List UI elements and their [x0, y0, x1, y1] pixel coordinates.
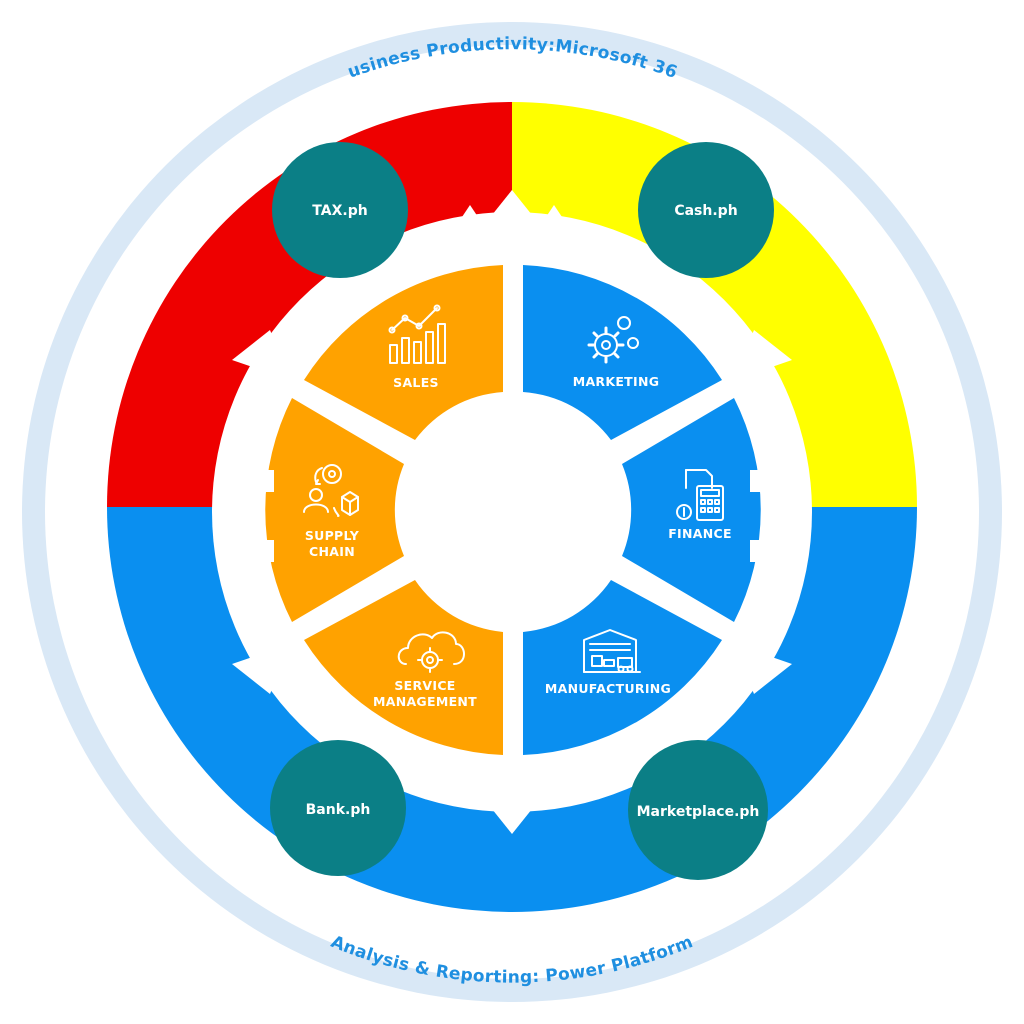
segment-label-manufacturing: MANUFACTURING: [545, 681, 671, 696]
cloud-gear-icon: [397, 631, 465, 673]
segment-label-service-management-line1: SERVICE: [394, 678, 455, 693]
center-hub: [400, 400, 624, 624]
calculator-document-icon: [676, 469, 724, 521]
node-marketplace-label: Marketplace.ph: [637, 804, 760, 820]
segment-label-service-management-line2: MANAGEMENT: [373, 694, 477, 709]
segment-service-management: [304, 580, 503, 755]
node-bank: Bank.ph: [270, 740, 406, 876]
segment-sales: [304, 265, 503, 440]
node-tax-label: TAX.ph: [312, 203, 367, 219]
node-cash: Cash.ph: [638, 142, 774, 278]
node-tax: TAX.ph: [272, 142, 408, 278]
segment-marketing: [523, 265, 722, 440]
segment-label-sales: SALES: [393, 375, 439, 390]
person-gear-box-icon: [303, 464, 359, 517]
segment-notches: [258, 250, 766, 768]
segment-label-supply-chain-line1: SUPPLY: [305, 528, 360, 543]
node-cash-label: Cash.ph: [674, 203, 737, 219]
warehouse-icon: [583, 629, 641, 673]
bar-chart-trend-icon: [388, 304, 446, 364]
segment-label-finance: FINANCE: [668, 526, 732, 541]
segment-label-supply-chain-line2: CHAIN: [309, 544, 355, 559]
gears-icon: [587, 316, 639, 364]
node-marketplace: Marketplace.ph: [628, 740, 768, 880]
segment-label-marketing: MARKETING: [573, 374, 660, 389]
node-bank-label: Bank.ph: [306, 802, 371, 818]
